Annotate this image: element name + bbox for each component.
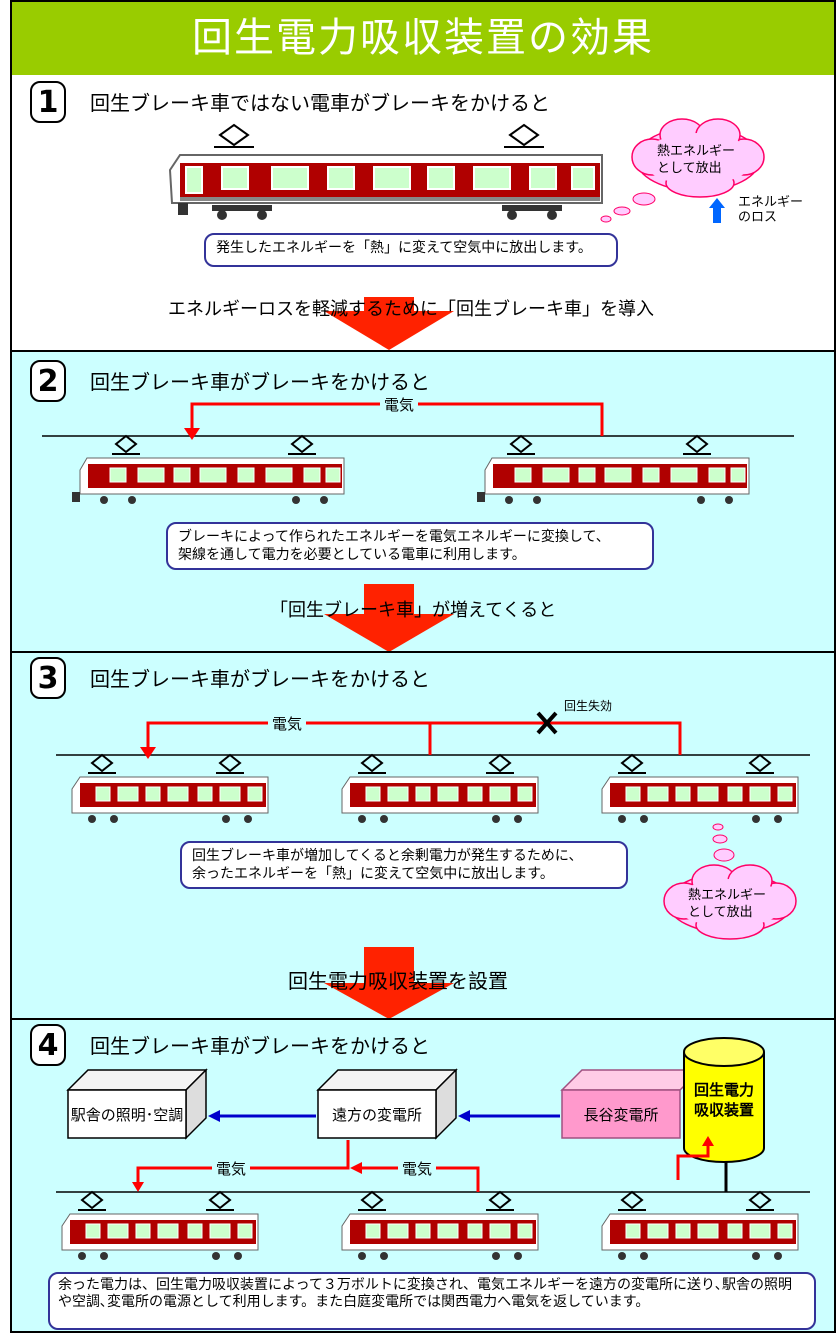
step-number-1: 1	[30, 81, 66, 123]
step-number-2: 2	[30, 360, 66, 402]
section-1-heading: 回生ブレーキ車ではない電車がブレーキをかけると	[90, 91, 550, 115]
section-3-note: 回生ブレーキ車が増加してくると余剰電力が発生するために、 余ったエネルギーを「熱…	[180, 841, 628, 889]
heat-release-cloud-label: 熱エネルギー として放出	[657, 144, 736, 176]
transition-arrow-3	[324, 947, 454, 1019]
section-3: 3 回生ブレーキ車がブレーキをかけると	[12, 651, 834, 1019]
section-4-note: 余った電力は、回生電力吸収装置によって３万ボルトに変換され、電気エネルギーを遠方…	[48, 1272, 816, 1330]
step-number-3: 3	[30, 657, 66, 699]
section-1-graphics	[168, 118, 765, 223]
electric-label-3: 電気	[268, 713, 307, 734]
regen-failure-label: 回生失効	[564, 699, 613, 713]
section-4: 4 回生ブレーキ車がブレーキをかけると	[12, 1018, 834, 1331]
section-2-heading: 回生ブレーキ車がブレーキをかけると	[90, 370, 430, 394]
section-1: 1 回生ブレーキ車ではない電車がブレーキをかけると	[12, 75, 834, 352]
electric-label-4a: 電気	[212, 1158, 251, 1179]
section-4-graphics	[56, 1037, 810, 1260]
transition-arrow-2	[324, 584, 454, 652]
absorber-device: 回生電力 吸収装置	[693, 1081, 754, 1119]
transition-arrow-1	[324, 297, 454, 350]
section-2-graphics	[42, 402, 794, 504]
far-substation-box: 遠方の変電所	[331, 1106, 422, 1124]
electric-label-2: 電気	[380, 394, 419, 415]
section-4-heading: 回生ブレーキ車がブレーキをかけると	[90, 1034, 430, 1058]
section-1-note: 発生したエネルギーを「熱」に変えて空気中に放出します。	[204, 233, 618, 267]
station-lighting-box: 駅舎の照明･空調	[70, 1106, 184, 1124]
step-number-4: 4	[30, 1024, 66, 1066]
section-2-note: ブレーキによって作られたエネルギーを電気エネルギーに変換して、 架線を通して電力…	[166, 522, 654, 570]
electric-label-4b: 電気	[398, 1158, 437, 1179]
transition-2-text: 「回生ブレーキ車」が増えてくると	[270, 600, 557, 621]
section-3-graphics	[56, 711, 810, 940]
section-3-heading: 回生ブレーキ車がブレーキをかけると	[90, 667, 430, 691]
energy-loss-label: エネルギー のロス	[738, 195, 804, 225]
diagram-frame: 回生電力吸収装置の効果 1 回生ブレーキ車ではない電車がブレーキをかけると	[10, 0, 836, 1333]
transition-1-text: エネルギーロスを軽減するために「回生ブレーキ車」を導入	[168, 299, 654, 320]
hase-substation-box: 長谷変電所	[583, 1106, 659, 1124]
page-title: 回生電力吸収装置の効果	[12, 2, 834, 75]
heat-release-cloud-label-3: 熱エネルギー として放出	[688, 888, 767, 920]
transition-3-text: 回生電力吸収装置を設置	[288, 969, 508, 993]
section-2: 2 回生ブレーキ車がブレーキをかけると	[12, 350, 834, 652]
